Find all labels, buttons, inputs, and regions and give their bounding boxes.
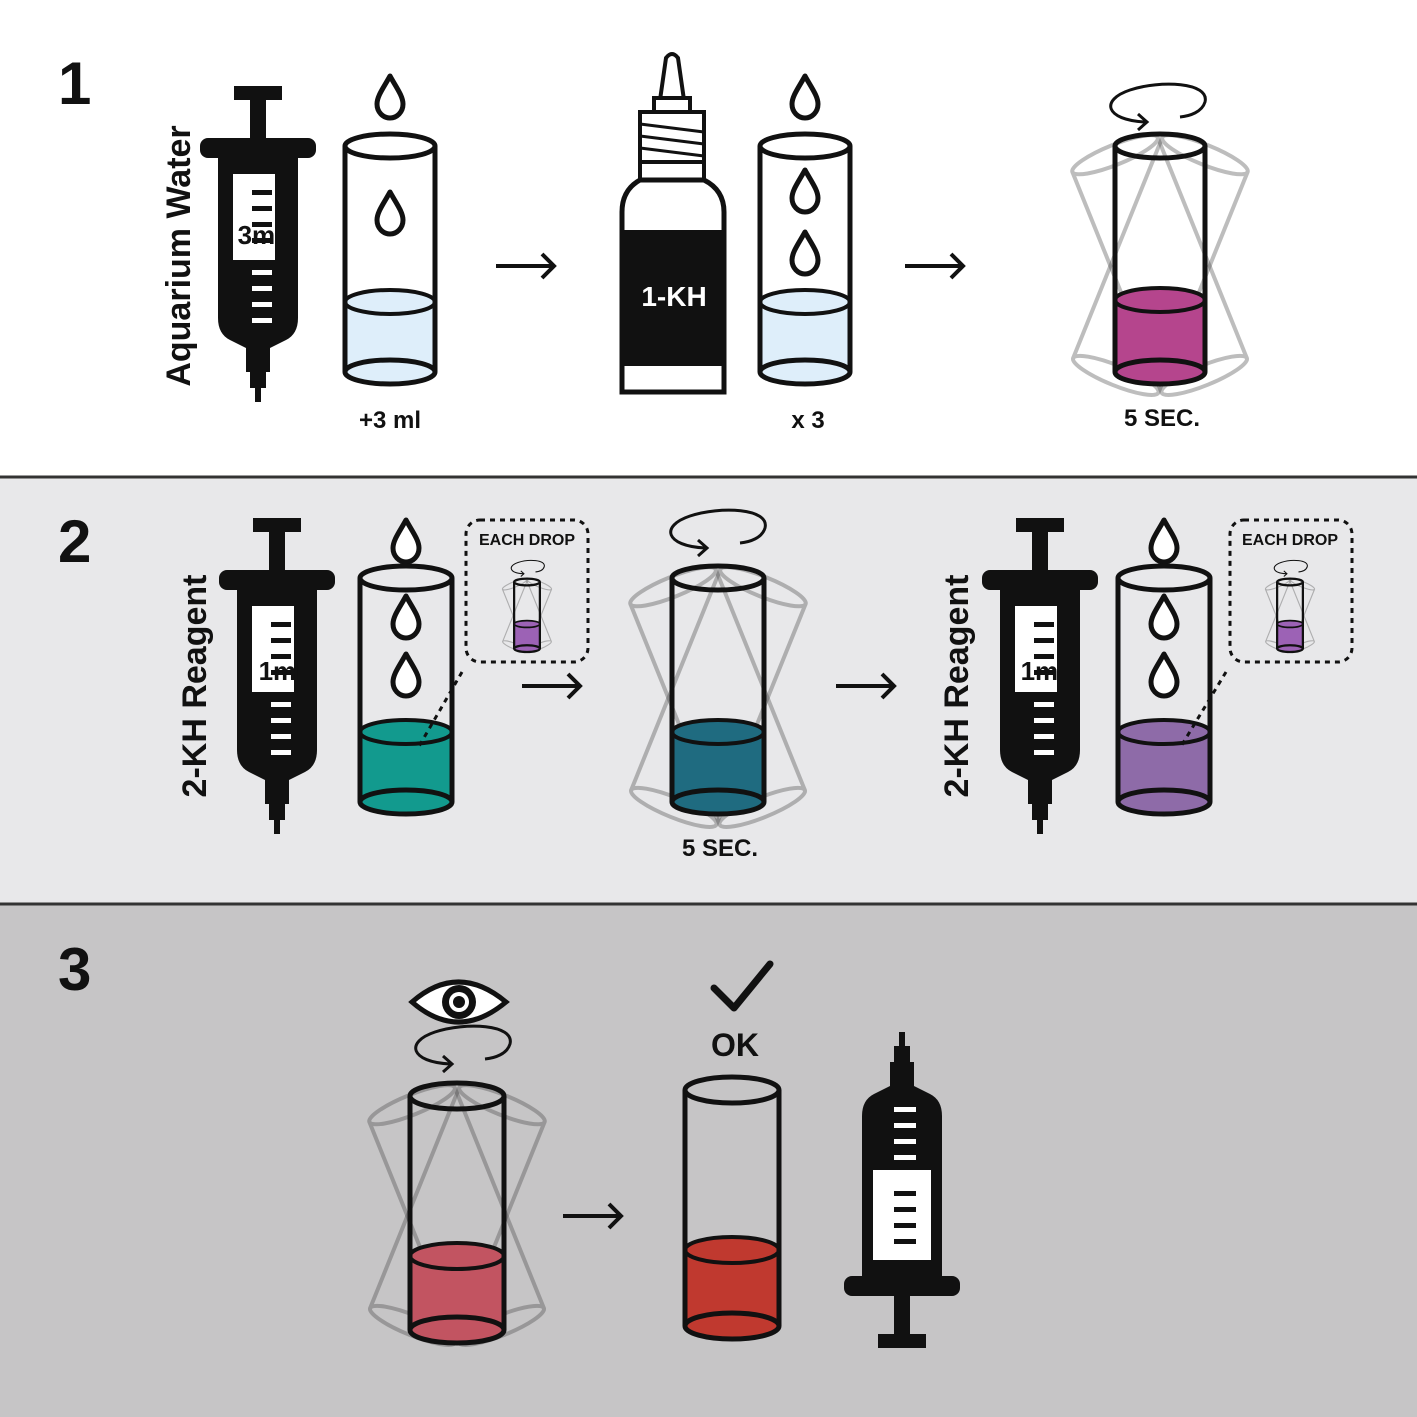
syringe-label: 2-KH Reagent (176, 575, 214, 798)
each-drop-inset (464, 518, 590, 664)
ok-label: OK (711, 1027, 759, 1063)
bottle-label: 1-KH (641, 281, 706, 312)
test-tube-icon (1066, 126, 1254, 404)
test-tube-icon (357, 563, 455, 817)
test-tube-icon (1115, 563, 1213, 817)
each-drop-label: EACH DROP (1242, 532, 1338, 549)
checkmark-icon (710, 960, 774, 1012)
test-tube-icon (342, 131, 438, 387)
step-3-panel (0, 904, 1417, 1417)
shake-time-label: 5 SEC. (1124, 405, 1200, 432)
syringe-volume: 3ml (238, 220, 283, 250)
add-volume-label: +3 ml (359, 407, 421, 434)
step-number: 2 (58, 508, 91, 575)
syringe-volume: 1ml (259, 656, 304, 686)
shake-time-label: 5 SEC. (682, 835, 758, 862)
eye-icon (408, 979, 510, 1025)
reagent-bottle-icon (619, 52, 727, 395)
each-drop-inset (1228, 518, 1354, 664)
test-tube-icon (682, 1074, 782, 1342)
syringe-volume: 1ml (1021, 656, 1066, 686)
step-number: 1 (58, 50, 91, 117)
test-tube-icon (363, 1076, 551, 1354)
drops-count-label: x 3 (791, 407, 824, 434)
each-drop-label: EACH DROP (479, 532, 575, 549)
syringe-icon (844, 1032, 960, 1348)
test-tube-icon (624, 558, 812, 836)
step-number: 3 (58, 936, 91, 1003)
syringe-label: Aquarium Water (160, 125, 198, 386)
test-tube-icon (757, 131, 853, 387)
syringe-label: 2-KH Reagent (938, 575, 976, 798)
